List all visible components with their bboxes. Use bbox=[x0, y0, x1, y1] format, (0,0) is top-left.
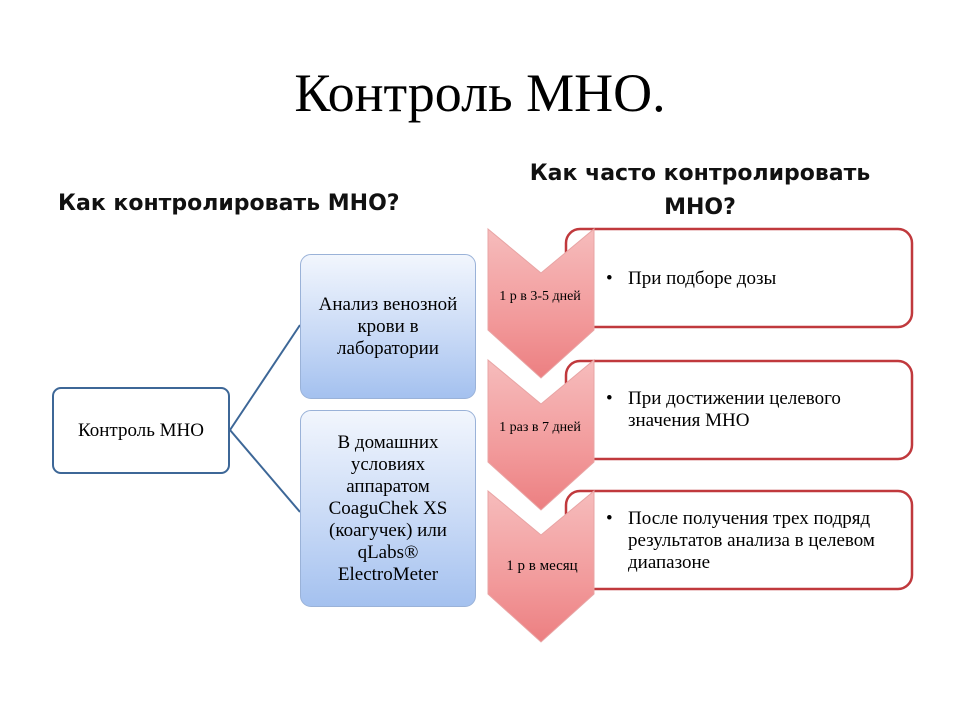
bullet-marker: • bbox=[606, 388, 613, 409]
root-node-label: Контроль МНО bbox=[78, 419, 204, 441]
connector-bottom bbox=[229, 429, 301, 513]
root-node-box: Контроль МНО bbox=[52, 387, 230, 474]
frequency-label-3: 1 р в месяц bbox=[506, 558, 578, 574]
chevron-3 bbox=[487, 489, 595, 643]
condition-item-2: • При достижении целевого значения МНО bbox=[606, 388, 896, 432]
method-label-home: В домашних условиях аппаратом CoaguChek … bbox=[328, 431, 448, 585]
condition-text-2: При достижении целевого значения МНО bbox=[628, 388, 841, 431]
frequency-label-2: 1 раз в 7 дней bbox=[499, 420, 581, 435]
bullet-marker: • bbox=[606, 508, 613, 529]
connector-top bbox=[229, 324, 301, 431]
frequency-label-1: 1 р в 3-5 дней bbox=[499, 289, 581, 304]
slide-title: Контроль МНО. bbox=[294, 63, 666, 123]
chevron-2 bbox=[487, 358, 595, 511]
condition-text-1: При подборе дозы bbox=[628, 268, 777, 289]
method-box-home: В домашних условиях аппаратом CoaguChek … bbox=[300, 410, 476, 607]
method-box-lab: Анализ венозной крови в лаборатории bbox=[300, 254, 476, 399]
condition-text-3: После получения трех подряд результатов … bbox=[628, 508, 875, 573]
left-heading: Как контролировать МНО? bbox=[58, 191, 400, 216]
chevron-1 bbox=[487, 227, 595, 379]
method-label-lab: Анализ венозной крови в лаборатории bbox=[318, 293, 458, 359]
right-heading: Как часто контролировать МНО? bbox=[529, 161, 871, 220]
condition-item-1: • При подборе дозы bbox=[606, 268, 896, 290]
condition-item-3: • После получения трех подряд результато… bbox=[606, 508, 896, 574]
bullet-marker: • bbox=[606, 268, 613, 289]
